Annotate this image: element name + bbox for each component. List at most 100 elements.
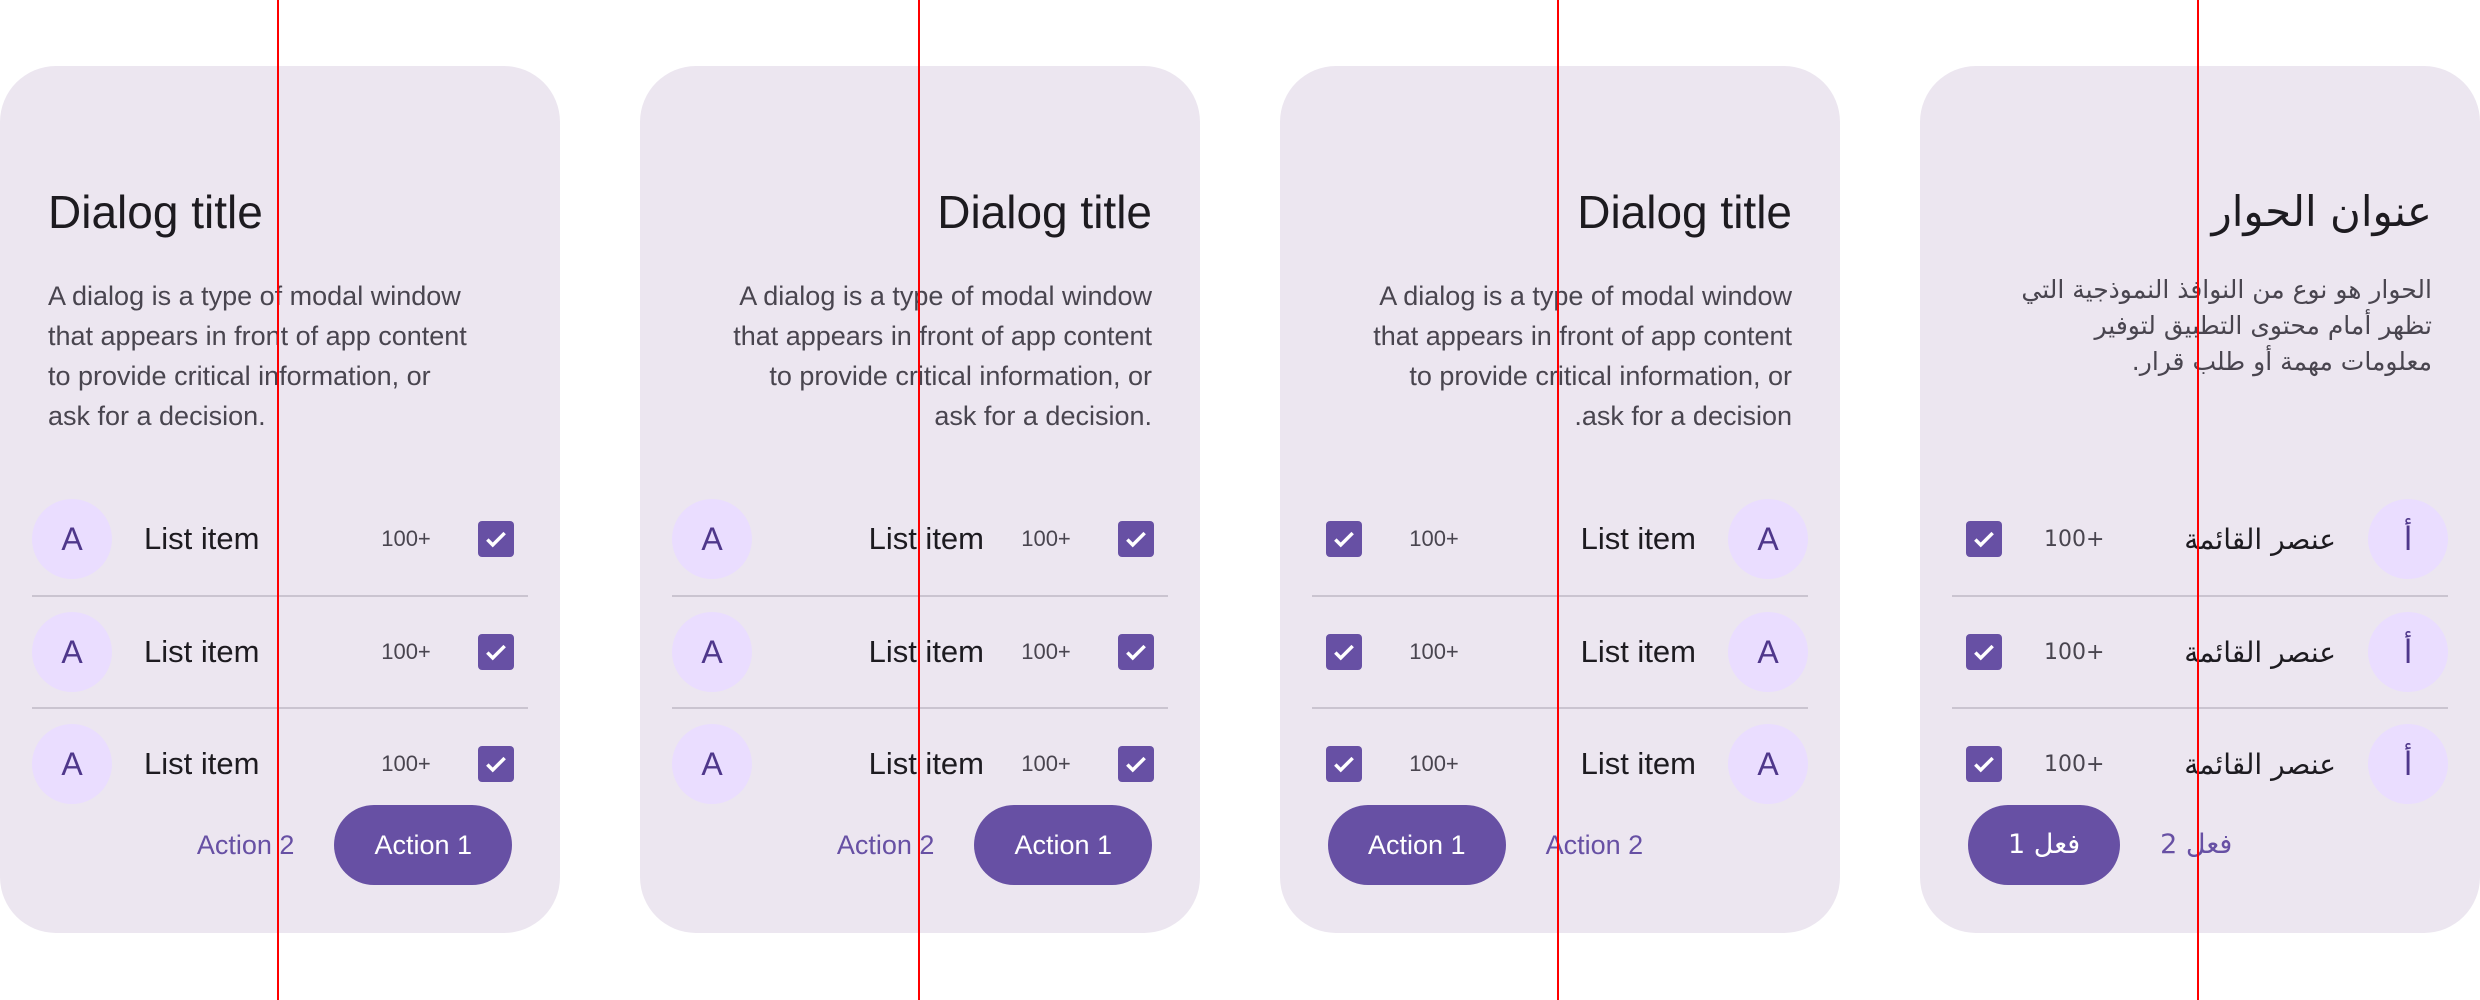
checkmark-icon bbox=[483, 751, 509, 777]
list-item[interactable]: A List item 100+ bbox=[1312, 483, 1808, 595]
checkmark-icon bbox=[1971, 639, 1997, 665]
avatar: A bbox=[32, 499, 112, 579]
list-item[interactable]: أ عنصر القائمة 100+ bbox=[1952, 483, 2448, 595]
primary-action-button[interactable]: Action 1 bbox=[1328, 805, 1506, 885]
list-item-meta: 100+ bbox=[381, 751, 431, 776]
dialog-body: A dialog is a type of modal window that a… bbox=[1328, 276, 1792, 436]
checkbox[interactable] bbox=[1326, 746, 1362, 782]
list-item[interactable]: A List item 100+ bbox=[32, 707, 528, 819]
checkmark-icon bbox=[1331, 639, 1357, 665]
checkmark-icon bbox=[1331, 526, 1357, 552]
list-item[interactable]: A List item 100+ bbox=[672, 707, 1168, 819]
avatar: A bbox=[1728, 612, 1808, 692]
list-item-meta: 100+ bbox=[2044, 751, 2105, 777]
dialog-list: A List item 100+ A List item 100+ A List… bbox=[672, 483, 1168, 819]
checkbox[interactable] bbox=[1966, 746, 2002, 782]
checkmark-icon bbox=[1123, 639, 1149, 665]
guide-line bbox=[277, 0, 279, 1000]
checkbox[interactable] bbox=[1118, 634, 1154, 670]
body-line: that appears in front of app content bbox=[733, 321, 1152, 351]
guide-line bbox=[1557, 0, 1559, 1000]
body-line: ask for a decision. bbox=[1574, 401, 1792, 431]
list-item[interactable]: A List item 100+ bbox=[32, 595, 528, 707]
body-line: that appears in front of app content bbox=[48, 321, 467, 351]
secondary-action-button[interactable]: Action 2 bbox=[1545, 830, 1644, 860]
list-item[interactable]: أ عنصر القائمة 100+ bbox=[1952, 595, 2448, 707]
list-item-meta: 100+ bbox=[2044, 526, 2105, 552]
checkmark-icon bbox=[483, 526, 509, 552]
avatar: A bbox=[1728, 499, 1808, 579]
checkmark-icon bbox=[1971, 526, 1997, 552]
dialog-body: الحوار هو نوع من النوافذ النموذجية التي ت… bbox=[1968, 272, 2432, 380]
list-item[interactable]: A List item 100+ bbox=[1312, 707, 1808, 819]
checkbox[interactable] bbox=[478, 746, 514, 782]
avatar: أ bbox=[2368, 724, 2448, 804]
checkbox[interactable] bbox=[478, 634, 514, 670]
list-item[interactable]: A List item 100+ bbox=[32, 483, 528, 595]
list-item[interactable]: A List item 100+ bbox=[1312, 595, 1808, 707]
checkmark-icon bbox=[1123, 526, 1149, 552]
list-item-meta: 100+ bbox=[2044, 639, 2105, 665]
list-item-meta: 100+ bbox=[381, 639, 431, 664]
checkbox[interactable] bbox=[478, 521, 514, 557]
list-item-meta: 100+ bbox=[381, 526, 431, 551]
list-item[interactable]: A List item 100+ bbox=[672, 483, 1168, 595]
list-item-label: عنصر القائمة bbox=[2184, 635, 2336, 669]
avatar: A bbox=[32, 612, 112, 692]
checkbox[interactable] bbox=[1966, 521, 2002, 557]
guide-line bbox=[2197, 0, 2199, 1000]
checkbox[interactable] bbox=[1966, 634, 2002, 670]
secondary-action-button[interactable]: فعل 2 bbox=[2160, 829, 2233, 860]
dialog-actions: Action 2 Action 1 bbox=[1328, 805, 1792, 885]
secondary-action-button[interactable]: Action 2 bbox=[196, 830, 295, 860]
dialog-list: أ عنصر القائمة 100+ أ عنصر القائمة 100+ … bbox=[1952, 483, 2448, 819]
dialog-rtl-arabic: عنوان الحوار الحوار هو نوع من النوافذ الن… bbox=[1920, 66, 2480, 933]
list-item-label: List item bbox=[1580, 521, 1696, 556]
list-item-label: List item bbox=[1580, 634, 1696, 669]
list-item-label: List item bbox=[868, 634, 984, 669]
list-item-label: List item bbox=[144, 521, 260, 556]
dialog-list: A List item 100+ A List item 100+ A List… bbox=[1312, 483, 1808, 819]
list-item[interactable]: A List item 100+ bbox=[672, 595, 1168, 707]
avatar: A bbox=[672, 612, 752, 692]
list-item-meta: 100+ bbox=[1409, 526, 1459, 551]
checkmark-icon bbox=[1123, 751, 1149, 777]
primary-action-button[interactable]: فعل 1 bbox=[1968, 805, 2121, 885]
body-line: A dialog is a type of modal window bbox=[48, 281, 461, 311]
dialog-title: Dialog title bbox=[1577, 186, 1792, 238]
body-line: معلومات مهمة أو طلب قرار. bbox=[2131, 347, 2432, 376]
checkmark-icon bbox=[483, 639, 509, 665]
dialog-body: A dialog is a type of modal window that a… bbox=[48, 276, 512, 436]
body-line: to provide critical information, or bbox=[48, 361, 431, 391]
body-line: ask for a decision. bbox=[934, 401, 1152, 431]
list-item[interactable]: أ عنصر القائمة 100+ bbox=[1952, 707, 2448, 819]
dialog-title: عنوان الحوار bbox=[2211, 187, 2432, 236]
body-line: that appears in front of app content bbox=[1373, 321, 1792, 351]
secondary-action-button[interactable]: Action 2 bbox=[836, 830, 935, 860]
avatar: A bbox=[32, 724, 112, 804]
checkbox[interactable] bbox=[1326, 634, 1362, 670]
dialog-rtl: Dialog title A dialog is a type of modal … bbox=[1280, 66, 1840, 933]
list-item-label: List item bbox=[144, 634, 260, 669]
body-line: A dialog is a type of modal window bbox=[739, 281, 1152, 311]
dialog-title: Dialog title bbox=[937, 186, 1152, 238]
list-item-label: List item bbox=[144, 746, 260, 781]
body-line: الحوار هو نوع من النوافذ النموذجية التي bbox=[2021, 275, 2432, 304]
body-line: to provide critical information, or bbox=[769, 361, 1152, 391]
checkbox[interactable] bbox=[1118, 521, 1154, 557]
body-line: A dialog is a type of modal window bbox=[1379, 281, 1792, 311]
primary-action-button[interactable]: Action 1 bbox=[334, 805, 512, 885]
list-item-meta: 100+ bbox=[1021, 751, 1071, 776]
dialog-body: A dialog is a type of modal window that a… bbox=[688, 276, 1152, 436]
body-line: تظهر أمام محتوى التطبيق لتوفير bbox=[2094, 311, 2432, 340]
dialog-title: Dialog title bbox=[48, 186, 263, 238]
list-item-label: List item bbox=[1580, 746, 1696, 781]
dialog-ltr: Dialog title A dialog is a type of modal … bbox=[0, 66, 560, 933]
checkbox[interactable] bbox=[1118, 746, 1154, 782]
primary-action-button[interactable]: Action 1 bbox=[974, 805, 1152, 885]
body-line: ask for a decision. bbox=[48, 401, 266, 431]
guide-line bbox=[918, 0, 920, 1000]
dialog-ltr-end: Dialog title A dialog is a type of modal … bbox=[640, 66, 1200, 933]
checkbox[interactable] bbox=[1326, 521, 1362, 557]
avatar: A bbox=[1728, 724, 1808, 804]
